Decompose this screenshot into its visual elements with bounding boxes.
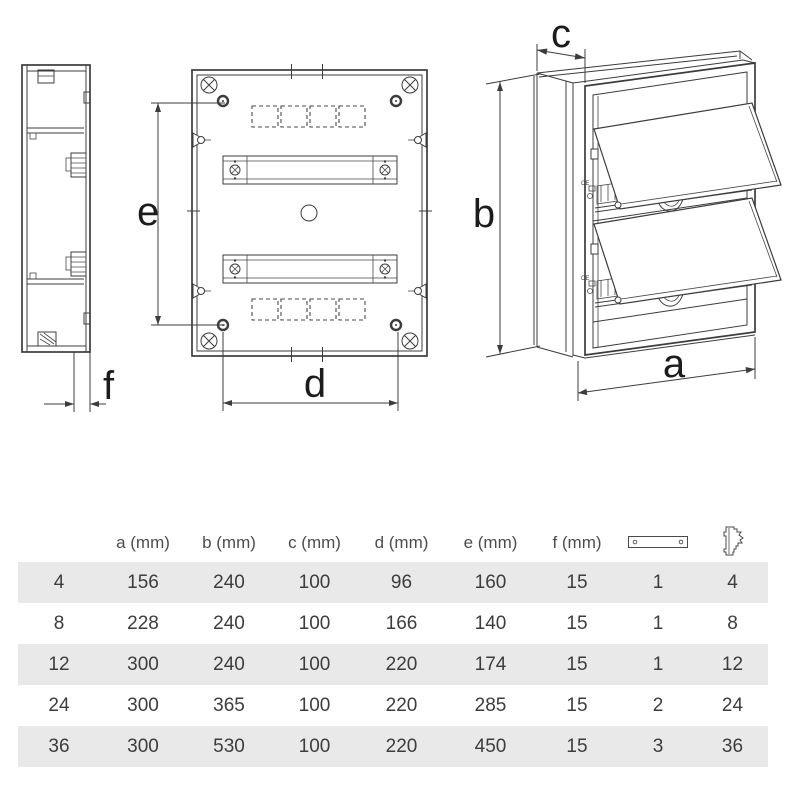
module-icon [723,526,744,556]
dimension-a: a [577,337,756,401]
col-header-b: b (mm) [202,532,256,552]
dimension-c: c [536,12,586,83]
table-row: 8 228 240 100 166 140 15 1 8 [18,603,768,644]
row-label: 24 [48,695,70,716]
technical-drawings: CE f [21,12,782,412]
row-label: 12 [48,654,70,675]
dimension-b: b [473,73,541,358]
col-header-d: d (mm) [374,532,429,552]
dimension-e: e [137,102,225,326]
row-label: 4 [53,572,65,593]
row-label: 36 [48,736,70,757]
front-view-drawing [187,64,432,362]
table-header-row: a (mm) b (mm) c (mm) d (mm) e (mm) f (mm… [18,522,768,562]
din-rail-top [222,155,398,185]
table-row: 12 300 240 100 220 174 15 1 12 [18,644,768,685]
dimension-label-b: b [473,192,495,236]
dimension-label-a: a [663,342,686,386]
dimension-label-d: d [304,362,326,406]
perspective-view-drawing [533,50,782,359]
knockout-row-bottom [251,298,366,321]
row-label: 8 [53,613,65,634]
col-header-c: c (mm) [288,532,341,552]
center-hole [300,204,318,222]
dimension-d: d [222,332,399,411]
din-rail-icon [628,536,688,548]
knockout-row-top [251,105,366,128]
col-header-a: a (mm) [116,532,170,552]
dimension-label-f: f [103,364,115,408]
side-view-drawing [21,64,91,353]
table-row: 4 156 240 100 96 160 15 1 4 [18,562,768,603]
dimension-label-e: e [137,190,159,234]
col-header-e: e (mm) [463,532,518,552]
dimension-f: f [44,352,115,412]
table-row: 24 300 365 100 220 285 15 2 24 [18,685,768,726]
din-rail-bottom [222,254,398,284]
col-header-rails [619,522,697,562]
spec-table: a (mm) b (mm) c (mm) d (mm) e (mm) f (mm… [18,522,768,767]
table-row: 36 300 530 100 220 450 15 3 36 [18,726,768,767]
col-header-modules [697,522,768,562]
dimension-label-c: c [551,12,571,56]
col-header-f: f (mm) [552,532,602,552]
